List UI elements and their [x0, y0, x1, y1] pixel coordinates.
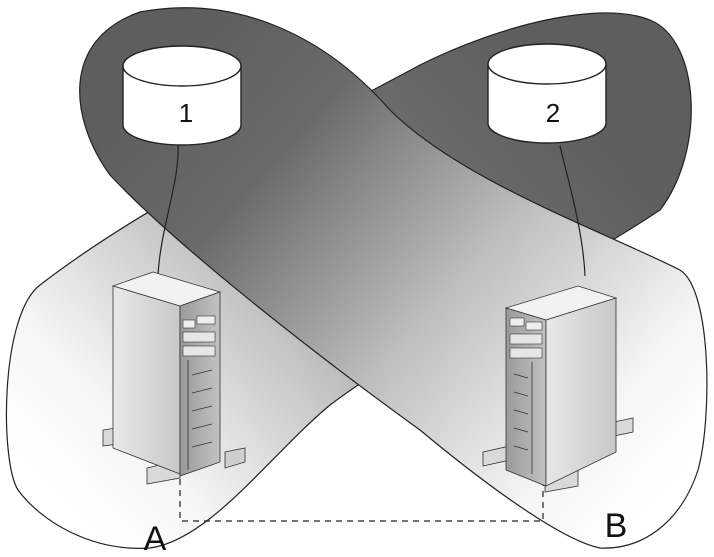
disk-1: 1	[122, 45, 242, 146]
server-a-tower	[102, 271, 246, 485]
cable-disk-1-to-server-a	[157, 145, 179, 277]
disk-1-label: 1	[179, 98, 193, 128]
server-b-label: B	[605, 507, 628, 545]
disk-2-label: 2	[546, 98, 560, 128]
cable-disk-2-to-server-b	[559, 145, 586, 277]
server-a-label: A	[144, 520, 167, 557]
server-b-tower	[482, 285, 634, 493]
disk-2: 2	[487, 43, 607, 144]
heartbeat-interconnect	[179, 468, 544, 522]
